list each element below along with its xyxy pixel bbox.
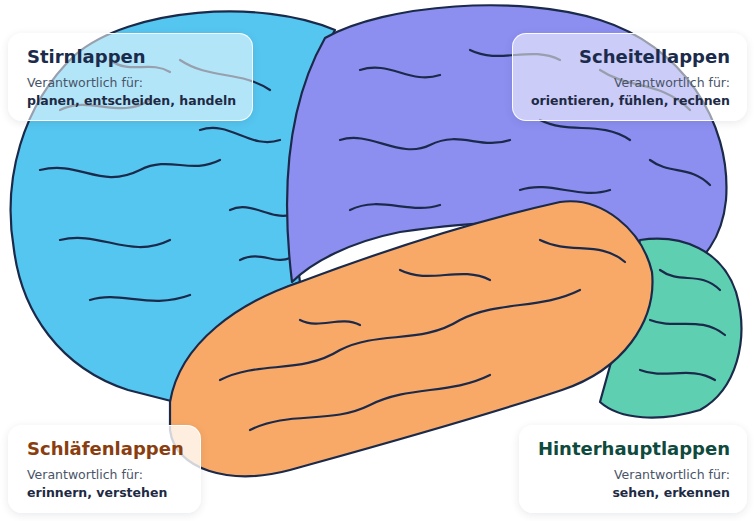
function-list: erinnern, verstehen xyxy=(27,485,184,500)
info-box: SchläfenlappenVerantwortlich für: erinner… xyxy=(8,425,201,513)
info-box: HinterhauptlappenVerantwortlich für: sehe… xyxy=(519,425,747,513)
info-box: StirnlappenVerantwortlich für: planen, en… xyxy=(8,33,253,121)
responsibility-label: Verantwortlich für: xyxy=(27,75,236,90)
responsibility-label: Verantwortlich für: xyxy=(27,467,184,482)
function-list: sehen, erkennen xyxy=(538,485,730,500)
lobe-title: Hinterhauptlappen xyxy=(538,438,730,459)
function-list: orientieren, fühlen, rechnen xyxy=(531,93,730,108)
info-box: ScheitellappenVerantwortlich für: orienti… xyxy=(512,33,747,121)
responsibility-label: Verantwortlich für: xyxy=(538,467,730,482)
lobe-title: Scheitellappen xyxy=(531,46,730,67)
lobe-title: Schläfenlappen xyxy=(27,438,184,459)
function-list: planen, entscheiden, handeln xyxy=(27,93,236,108)
responsibility-label: Verantwortlich für: xyxy=(531,75,730,90)
lobe-title: Stirnlappen xyxy=(27,46,236,67)
lobe-shape xyxy=(220,240,625,430)
